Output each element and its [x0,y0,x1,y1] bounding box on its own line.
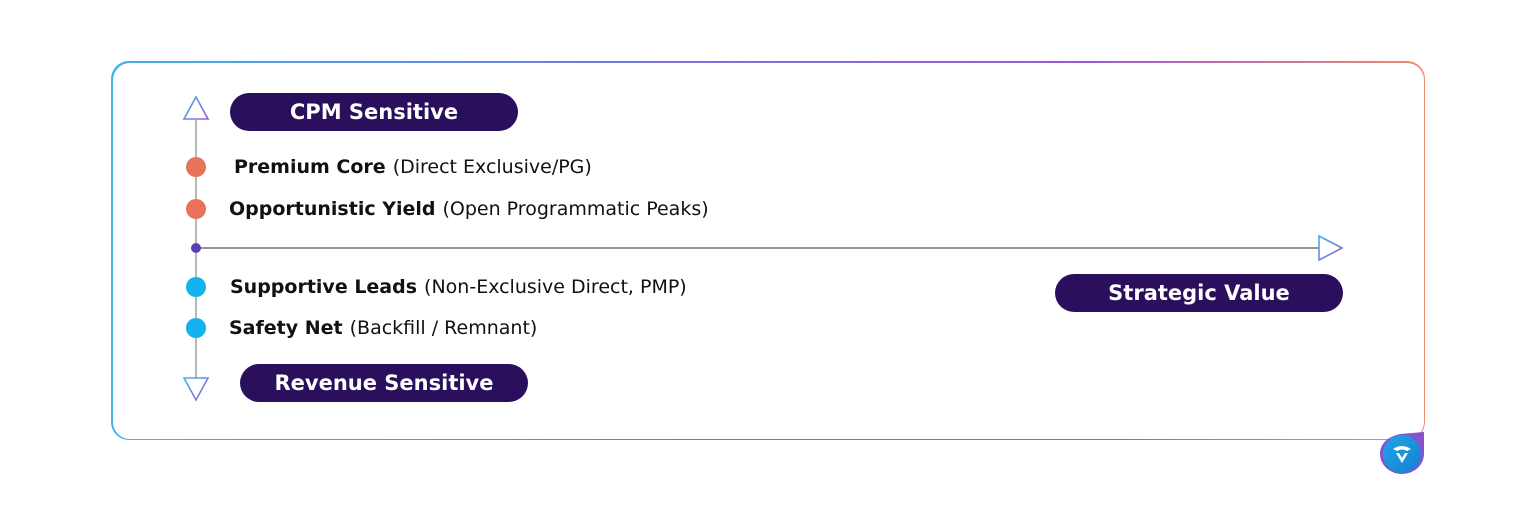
list-item: Premium Core (Direct Exclusive/PG) [234,154,592,180]
triangle-up-outline-icon [182,95,210,120]
list-item: Opportunistic Yield (Open Programmatic P… [229,196,709,222]
item-title: Premium Core [234,156,386,178]
premium-core-dot [186,157,206,177]
revenue-sensitive-label: Revenue Sensitive [240,364,528,402]
triangle-down-outline-icon [182,377,210,402]
item-title: Safety Net [229,317,343,339]
list-item: Supportive Leads (Non-Exclusive Direct, … [230,274,687,300]
opportunistic-yield-dot [186,199,206,219]
safety-net-dot [186,318,206,338]
item-detail: (Open Programmatic Peaks) [442,198,709,220]
triangle-right-outline-icon [1318,234,1344,262]
item-title: Supportive Leads [230,276,418,298]
item-detail: (Non-Exclusive Direct, PMP) [424,276,687,298]
list-item: Safety Net (Backfill / Remnant) [229,315,537,341]
brand-logo-icon [1380,432,1424,474]
item-detail: (Backfill / Remnant) [349,317,538,339]
supportive-leads-dot [186,277,206,297]
origin-dot [191,243,201,253]
item-detail: (Direct Exclusive/PG) [392,156,592,178]
item-title: Opportunistic Yield [229,198,436,220]
strategic-value-label: Strategic Value [1055,274,1343,312]
cpm-sensitive-label: CPM Sensitive [230,93,518,131]
